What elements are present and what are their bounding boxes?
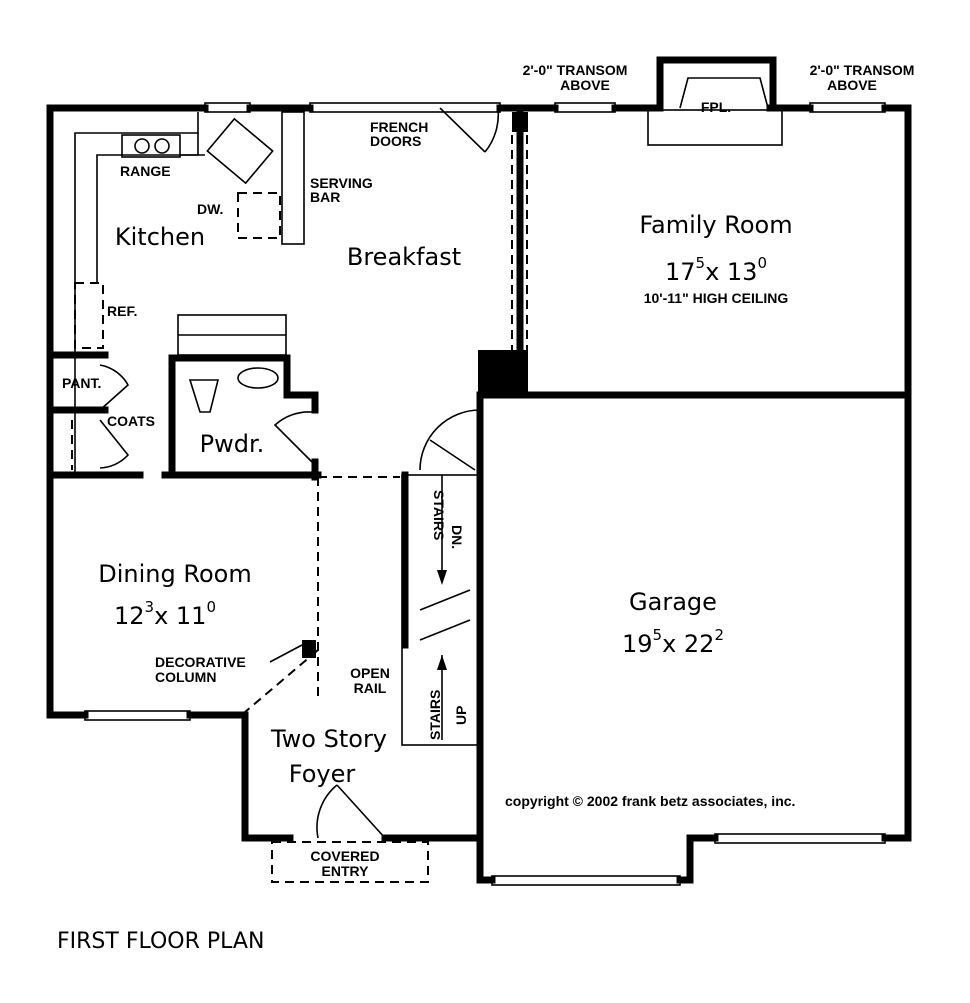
room-name-breakfast: Breakfast bbox=[347, 243, 461, 271]
range-label: RANGE bbox=[120, 163, 171, 179]
pantry-label: PANT. bbox=[62, 375, 101, 391]
covered-entry-label: COVERED bbox=[310, 848, 379, 864]
room-name-dining-room: Dining Room bbox=[98, 560, 251, 588]
open-rail-label: OPEN bbox=[350, 665, 390, 681]
dishwasher-label: DW. bbox=[197, 201, 223, 217]
room-name-foyer: Foyer bbox=[289, 760, 356, 788]
stairs-up-dir: UP bbox=[453, 706, 469, 725]
family-room-dimensions: 175x 130 bbox=[665, 254, 767, 286]
room-name-family-room: Family Room bbox=[639, 211, 792, 239]
room-name-powder: Pwdr. bbox=[200, 430, 265, 458]
french-doors-label: FRENCH bbox=[370, 119, 428, 135]
covered-entry-label: ENTRY bbox=[322, 863, 370, 879]
room-name-garage: Garage bbox=[629, 588, 717, 616]
dining-room-dimensions: 123x 110 bbox=[114, 598, 216, 630]
ceiling-note: 10'-11" HIGH CEILING bbox=[644, 290, 789, 306]
transom-label: ABOVE bbox=[560, 77, 610, 93]
french-doors-label: DOORS bbox=[370, 133, 421, 149]
room-name-kitchen: Kitchen bbox=[115, 223, 205, 251]
stairs-down-label: STAIRS bbox=[431, 490, 447, 540]
fireplace-label: FPL. bbox=[701, 99, 731, 115]
stairs-down-dir: DN. bbox=[449, 525, 465, 549]
serving-bar-label: SERVING bbox=[310, 175, 373, 191]
transom-label: 2'-0" TRANSOM bbox=[810, 62, 915, 78]
stairs-up-label: STAIRS bbox=[427, 690, 443, 740]
french-doors bbox=[439, 107, 500, 153]
refrigerator-label: REF. bbox=[107, 303, 137, 319]
column bbox=[478, 350, 528, 398]
windows bbox=[84, 102, 886, 886]
transom-label: ABOVE bbox=[827, 77, 877, 93]
fireplace bbox=[647, 56, 783, 146]
decorative-column-label: DECORATIVE bbox=[155, 654, 246, 670]
front-door bbox=[271, 784, 429, 883]
room-name-foyer: Two Story bbox=[270, 725, 387, 753]
staircase bbox=[401, 405, 481, 746]
copyright: copyright © 2002 frank betz associates, … bbox=[505, 793, 795, 809]
transom-label: 2'-0" TRANSOM bbox=[523, 62, 628, 78]
plan-title: FIRST FLOOR PLAN bbox=[57, 929, 264, 954]
open-rail-label: RAIL bbox=[354, 680, 387, 696]
serving-bar-label: BAR bbox=[310, 189, 340, 205]
coats-label: COATS bbox=[107, 413, 155, 429]
decorative-column-label: COLUMN bbox=[155, 669, 216, 685]
interior-walls bbox=[46, 314, 400, 713]
kitchen-counters bbox=[74, 111, 305, 355]
garage-dimensions: 195x 222 bbox=[622, 626, 724, 658]
